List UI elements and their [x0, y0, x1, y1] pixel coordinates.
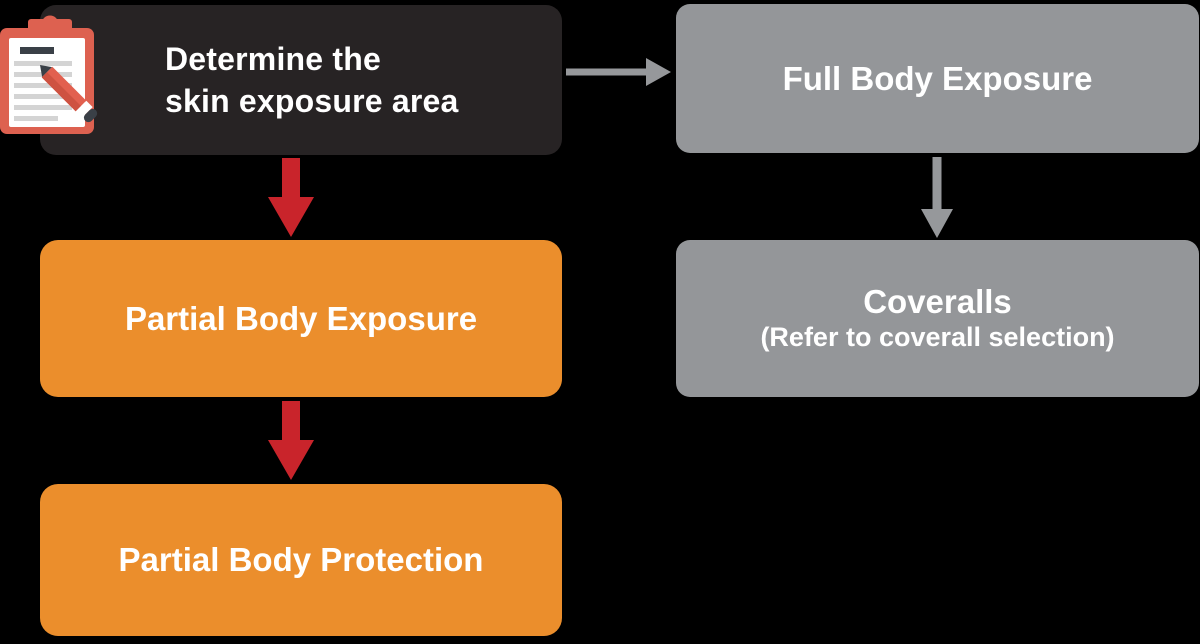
node-coveralls: Coveralls (Refer to coverall selection) [676, 240, 1199, 397]
arrow-down-red-icon [268, 158, 314, 237]
arrow-down-red-icon [268, 401, 314, 480]
node-determine-skin-exposure: Determine the skin exposure area [40, 5, 562, 155]
node-coveralls-subtitle: (Refer to coverall selection) [760, 322, 1115, 353]
arrow-right-icon [566, 58, 671, 86]
node-partial-body-protection: Partial Body Protection [40, 484, 562, 636]
node-partial-body-exposure: Partial Body Exposure [40, 240, 562, 397]
clipboard-pencil-icon [0, 15, 98, 134]
node-full-body-exposure: Full Body Exposure [676, 4, 1199, 153]
node-determine-label-line2: skin exposure area [165, 83, 459, 119]
node-determine-label: Determine the skin exposure area [165, 38, 459, 122]
node-coveralls-title: Coveralls [863, 283, 1012, 321]
node-full-body-exposure-label: Full Body Exposure [782, 59, 1093, 97]
node-partial-body-protection-label: Partial Body Protection [118, 541, 484, 578]
arrow-down-gray-icon [921, 157, 953, 238]
node-partial-body-exposure-label: Partial Body Exposure [124, 299, 478, 337]
node-determine-label-line1: Determine the [165, 40, 381, 77]
